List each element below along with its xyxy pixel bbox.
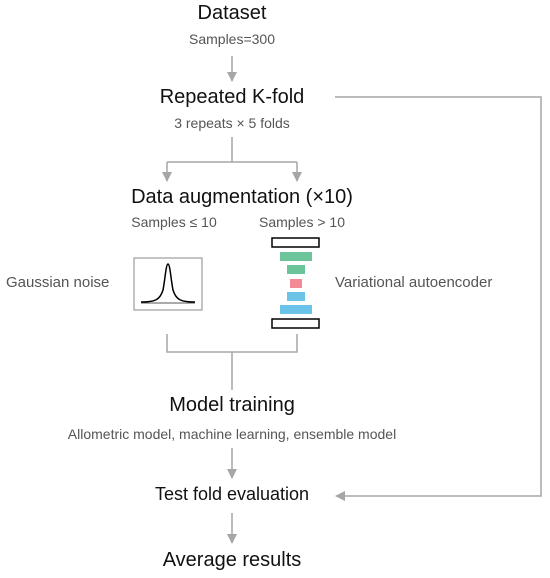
connector-kfold-split <box>167 137 297 163</box>
gaussian-noise-label: Gaussian noise <box>6 274 110 291</box>
augmentation-title: Data augmentation (×10) <box>131 186 353 208</box>
evaluation-title: Test fold evaluation <box>154 484 310 504</box>
left-branch-label: Samples ≤ 10 <box>131 214 217 230</box>
right-branch-label: Samples > 10 <box>259 214 345 230</box>
arrow-kfold-to-evaluation <box>335 96 542 501</box>
kfold-subtitle: 3 repeats × 5 folds <box>174 115 290 131</box>
results-title: Average results <box>162 549 302 571</box>
vae-label: Variational autoencoder <box>335 274 493 291</box>
connector-merge <box>166 334 298 390</box>
training-title: Model training <box>169 394 295 416</box>
gaussian-curve-icon <box>133 257 203 311</box>
kfold-title: Repeated K-fold <box>159 86 305 108</box>
dataset-subtitle: Samples=300 <box>188 31 276 47</box>
autoencoder-icon <box>271 237 320 329</box>
dataset-title: Dataset <box>197 2 267 24</box>
training-subtitle: Allometric model, machine learning, ense… <box>67 426 397 442</box>
